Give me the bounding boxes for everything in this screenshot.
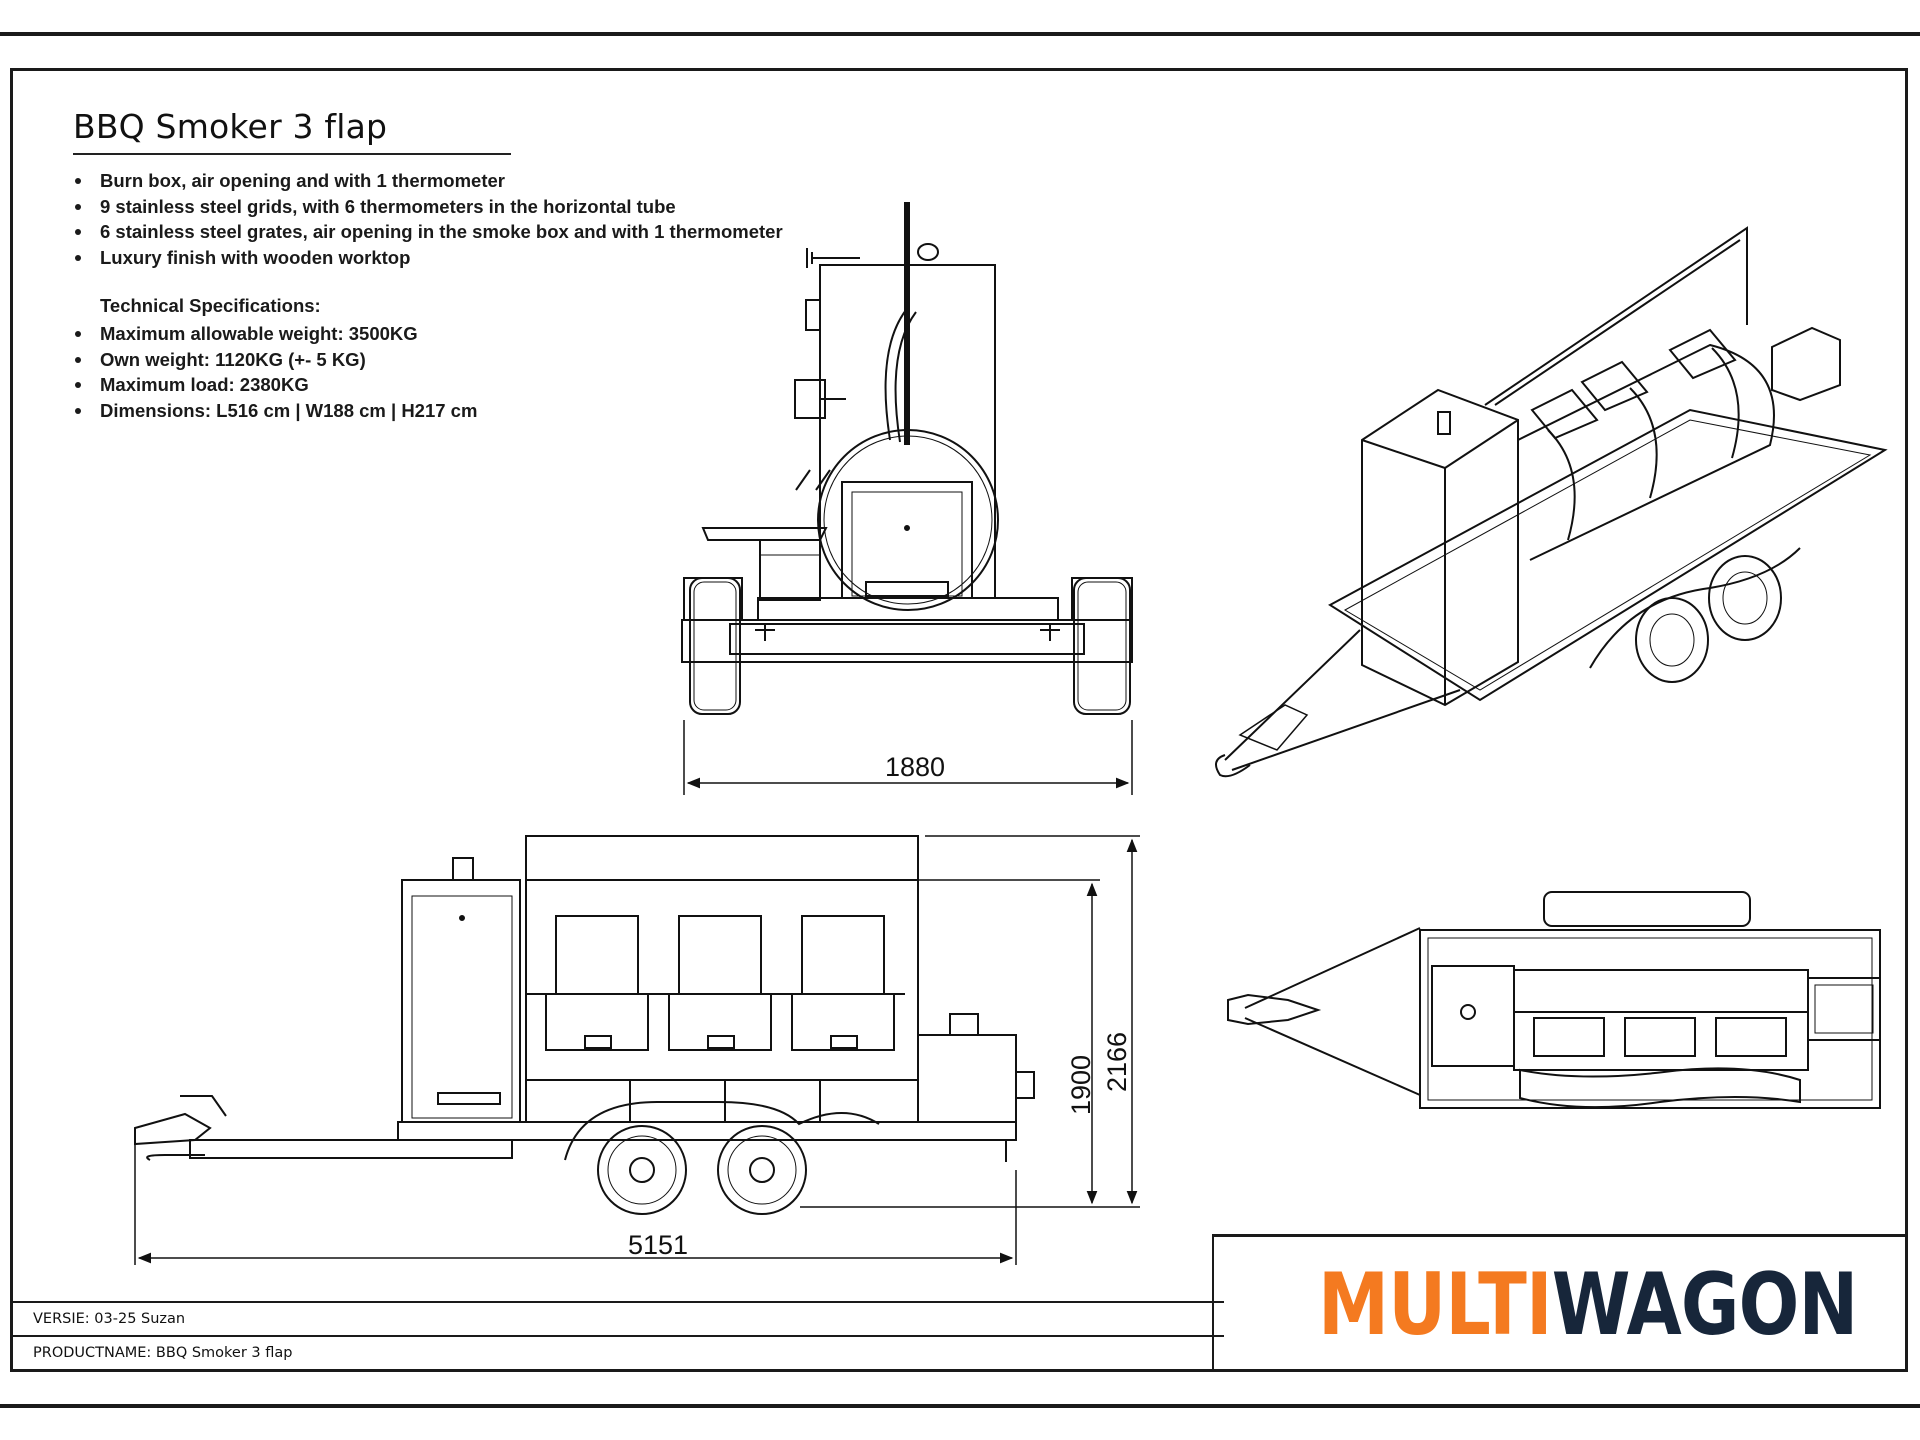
side-dimensions <box>134 835 1140 1265</box>
logo-part-wagon: WAGON <box>1551 1255 1858 1355</box>
logo-box: MULTIWAGON <box>1212 1234 1908 1372</box>
product-title: BBQ Smoker 3 flap <box>73 107 388 146</box>
side-view-drawing <box>134 835 1035 1215</box>
isometric-view-drawing <box>1215 226 1888 778</box>
logo-part-multi: MULTI <box>1318 1255 1553 1355</box>
feature-item: 9 stainless steel grids, with 6 thermome… <box>73 194 783 220</box>
spec-item: Dimensions: L516 cm | W188 cm | H217 cm <box>73 398 477 424</box>
side-height-inner-label: 1900 <box>1066 1055 1096 1115</box>
feature-item: Burn box, air opening and with 1 thermom… <box>73 168 783 194</box>
front-width-label: 1880 <box>885 752 945 782</box>
feature-list: Burn box, air opening and with 1 thermom… <box>73 168 783 270</box>
top-border-rule <box>0 32 1920 36</box>
title-underline <box>73 153 511 155</box>
tech-spec-heading: Technical Specifications: <box>100 295 321 316</box>
top-view-drawing <box>1227 891 1881 1109</box>
front-width-dimension <box>683 720 1133 795</box>
spec-item: Maximum load: 2380KG <box>73 372 477 398</box>
front-view-drawing <box>681 202 1133 715</box>
version-field: VERSIE: 03-25 Suzan <box>10 1301 1224 1335</box>
product-name-field: PRODUCTNAME: BBQ Smoker 3 flap <box>10 1335 1224 1369</box>
spec-item: Maximum allowable weight: 3500KG <box>73 321 477 347</box>
side-height-total-label: 2166 <box>1102 1032 1132 1092</box>
side-length-label: 5151 <box>628 1230 688 1260</box>
drawing-sheet <box>10 68 1908 1372</box>
spec-item: Own weight: 1120KG (+- 5 KG) <box>73 347 477 373</box>
feature-item: 6 stainless steel grates, air opening in… <box>73 219 783 245</box>
multiwagon-logo: MULTIWAGON <box>1318 1255 1858 1355</box>
feature-item: Luxury finish with wooden worktop <box>73 245 783 271</box>
title-block: VERSIE: 03-25 Suzan PRODUCTNAME: BBQ Smo… <box>10 1232 1908 1372</box>
spec-list: Maximum allowable weight: 3500KG Own wei… <box>73 321 477 423</box>
bottom-border-rule <box>0 1404 1920 1408</box>
